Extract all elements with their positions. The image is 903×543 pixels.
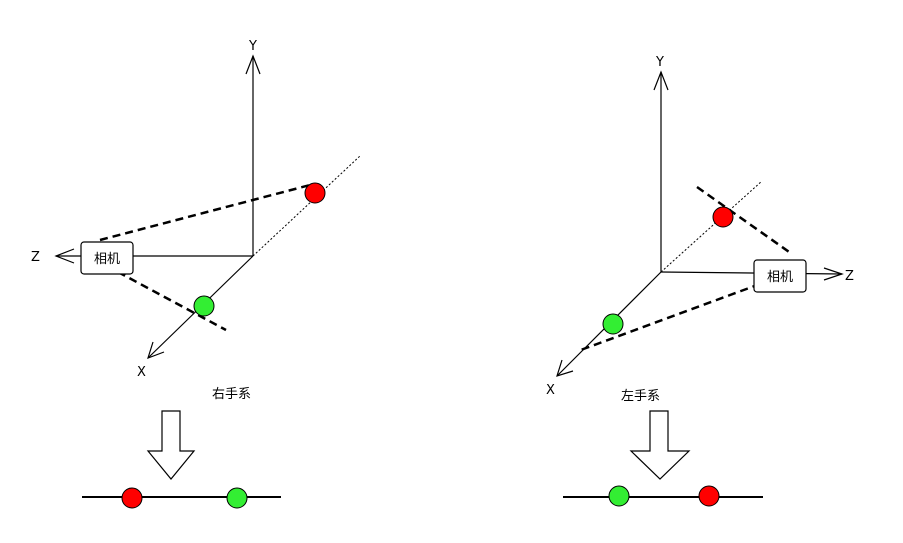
left-green-point: [193, 295, 215, 317]
right-red-point: [712, 206, 734, 228]
left-x-arrowhead: [147, 341, 165, 359]
right-dashed-line-to-red: [696, 185, 793, 256]
right-z-arrowhead: [823, 267, 844, 281]
left-result-green-point: [226, 487, 248, 509]
right-green-point: [602, 313, 624, 335]
left-camera-label: 相机: [94, 252, 120, 267]
left-dashed-line-to-red: [99, 182, 315, 242]
right-result-red-point: [698, 485, 720, 507]
left-result-red-point: [121, 487, 143, 509]
right-z-label: Z: [845, 269, 854, 284]
right-dotted-line: [660, 180, 763, 273]
right-down-arrow-icon: [629, 410, 691, 480]
right-dashed-line-to-green: [577, 282, 761, 353]
right-x-arrowhead: [556, 359, 574, 377]
right-z-axis: [660, 271, 843, 275]
right-camera-box: [753, 259, 807, 293]
right-x-label: X: [546, 383, 555, 398]
left-y-arrowhead: [245, 54, 261, 75]
right-camera-label: 相机: [767, 270, 793, 285]
right-y-arrowhead: [653, 70, 669, 91]
left-dotted-line: [252, 155, 361, 257]
right-handed-diagram: Y Z X 相机 右手系: [31, 39, 361, 509]
left-down-arrow-icon: [146, 410, 196, 480]
left-camera-box: [80, 241, 134, 275]
left-z-label: Z: [31, 250, 40, 265]
left-z-arrowhead: [54, 248, 75, 264]
right-caption: 左手系: [621, 389, 660, 404]
right-result-green-point: [608, 485, 630, 507]
left-caption: 右手系: [212, 387, 251, 402]
left-red-point: [304, 182, 326, 204]
left-x-label: X: [137, 365, 146, 380]
left-handed-diagram: Y Z X 相机 左手系: [546, 55, 854, 507]
left-y-label: Y: [248, 39, 257, 54]
right-y-label: Y: [655, 55, 664, 70]
left-dashed-line-to-green: [117, 270, 227, 332]
